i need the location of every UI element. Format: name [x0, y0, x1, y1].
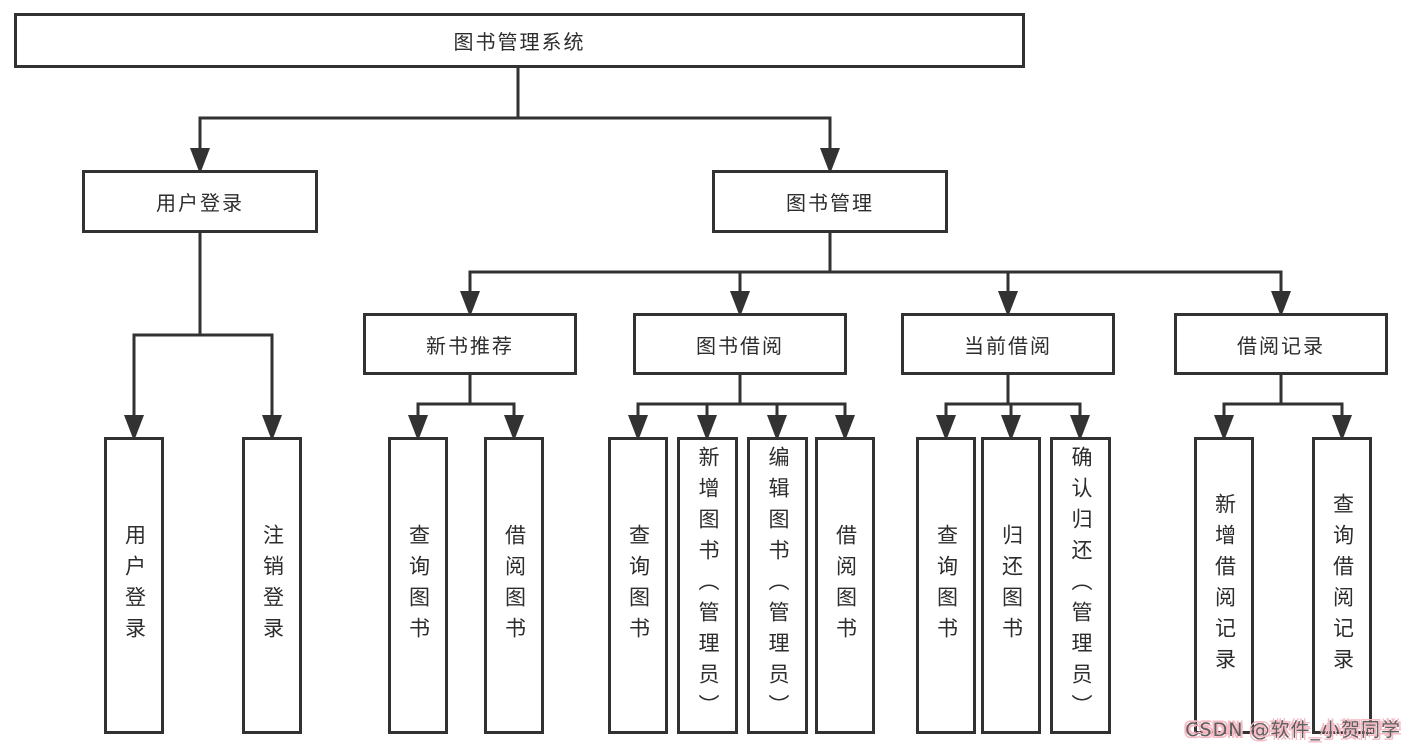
node-bb-edit-book-admin: 编辑图书（管理员） — [747, 437, 808, 734]
node-user-login: 用户登录 — [82, 170, 318, 233]
node-label: 查询图书 — [406, 523, 431, 648]
node-book-borrowing: 图书借阅 — [633, 313, 847, 375]
csdn-watermark: CSDN @软件_小贺同学 — [1185, 719, 1401, 741]
node-user-login-action: 用户登录 — [104, 437, 164, 734]
node-book-management: 图书管理 — [712, 170, 948, 233]
node-label: 借阅记录 — [1237, 333, 1325, 358]
node-label: 查询图书 — [626, 523, 651, 648]
node-label: 注销登录 — [260, 523, 285, 648]
node-label: 新增借阅记录 — [1212, 492, 1237, 679]
node-label: 用户登录 — [156, 191, 244, 215]
node-label: 当前借阅 — [964, 333, 1052, 358]
node-label: 查询借阅记录 — [1330, 492, 1355, 679]
node-label: 用户登录 — [122, 523, 147, 648]
node-label: 图书管理 — [786, 191, 874, 215]
node-label: 借阅图书 — [833, 523, 858, 648]
node-library-management-system: 图书管理系统 — [14, 13, 1025, 68]
node-logout-action: 注销登录 — [242, 437, 302, 734]
node-br-query-record: 查询借阅记录 — [1312, 437, 1372, 734]
node-borrowing-records: 借阅记录 — [1174, 313, 1388, 375]
node-bb-add-book-admin: 新增图书（管理员） — [677, 437, 738, 734]
node-new-book-recommendation: 新书推荐 — [363, 313, 577, 375]
node-label: 新增图书（管理员） — [696, 446, 720, 725]
node-cb-query-book: 查询图书 — [916, 437, 976, 734]
node-label: 图书管理系统 — [453, 30, 586, 54]
node-bb-query-book: 查询图书 — [608, 437, 668, 734]
node-current-borrowing: 当前借阅 — [901, 313, 1115, 375]
node-label: 借阅图书 — [502, 523, 527, 648]
node-nbr-borrow-book: 借阅图书 — [484, 437, 544, 734]
node-cb-return-book: 归还图书 — [981, 437, 1041, 734]
node-cb-confirm-return-admin: 确认归还（管理员） — [1050, 437, 1111, 734]
node-label: 查询图书 — [934, 523, 959, 648]
node-bb-borrow-book: 借阅图书 — [815, 437, 875, 734]
node-label: 归还图书 — [999, 523, 1024, 648]
arrowhead-icons — [124, 148, 1352, 441]
node-label: 新书推荐 — [426, 333, 514, 358]
node-nbr-query-book: 查询图书 — [388, 437, 448, 734]
node-br-add-record: 新增借阅记录 — [1194, 437, 1254, 734]
node-label: 图书借阅 — [696, 333, 784, 358]
node-label: 编辑图书（管理员） — [766, 446, 790, 725]
node-label: 确认归还（管理员） — [1069, 446, 1093, 725]
